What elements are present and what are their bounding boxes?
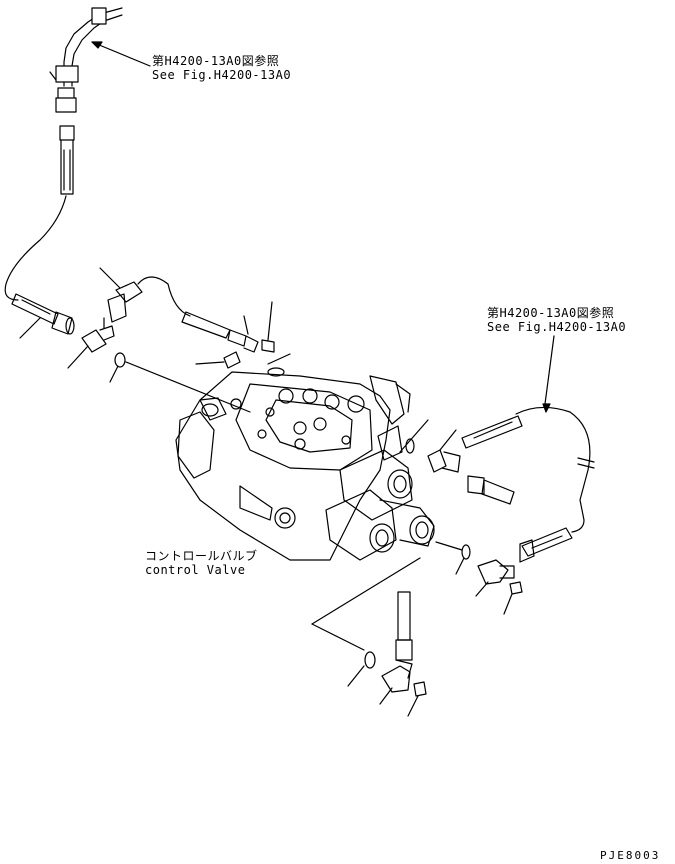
reference-right-jp: 第H4200-13A0図参照 <box>487 306 615 320</box>
top-hose <box>4 7 123 301</box>
control-valve-label: コントロールバルブ control Valve <box>145 549 258 577</box>
reference-top-en: See Fig.H4200-13A0 <box>152 68 292 82</box>
drawing-code: PJE8003 <box>600 849 661 862</box>
reference-right-en: See Fig.H4200-13A0 <box>487 320 627 334</box>
control-valve-jp: コントロールバルブ <box>145 549 258 563</box>
reference-top-jp: 第H4200-13A0図参照 <box>152 54 280 68</box>
reference-label-right: 第H4200-13A0図参照 See Fig.H4200-13A0 <box>487 306 626 334</box>
reference-label-top: 第H4200-13A0図参照 See Fig.H4200-13A0 <box>152 54 291 82</box>
control-valve-en: control Valve <box>145 563 246 577</box>
ref-leader-right <box>542 335 555 413</box>
bottom-fittings <box>311 557 427 717</box>
control-valve <box>175 371 435 561</box>
ref-leader-top <box>91 41 151 67</box>
middle-hoses <box>99 267 291 377</box>
right-fittings <box>399 406 595 615</box>
left-hose <box>11 293 251 413</box>
